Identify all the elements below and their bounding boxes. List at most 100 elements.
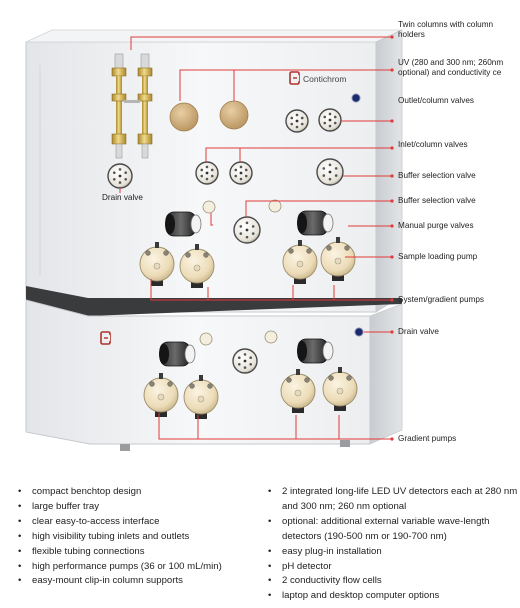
label-drain-valve-left: Drain valve xyxy=(102,193,143,202)
valve-port-dot xyxy=(200,168,204,172)
valve-port-dot xyxy=(328,177,332,181)
pump-head[interactable] xyxy=(320,237,356,281)
pump-head[interactable] xyxy=(183,375,219,419)
valve-port-dot xyxy=(323,115,327,119)
purge-valve[interactable] xyxy=(159,341,196,367)
lower-module xyxy=(25,299,403,451)
valve-port-dot xyxy=(328,112,332,116)
column-left xyxy=(111,53,127,159)
valve-port-dot xyxy=(239,177,243,181)
valve-port-dot xyxy=(243,353,247,356)
feature-item: easy plug-in installation xyxy=(266,545,518,560)
feature-item: easy-mount clip-in column supports xyxy=(16,574,256,589)
purge-valve[interactable] xyxy=(297,338,334,364)
uv-detector-cap[interactable] xyxy=(219,100,249,130)
twin-columns[interactable] xyxy=(111,53,153,159)
valve-port-dot xyxy=(334,167,338,170)
valve-port-dot xyxy=(124,171,128,174)
valve-center-dot xyxy=(239,171,243,175)
valve-port-dot xyxy=(234,168,238,172)
label-buffer-selection-valve-1: Buffer selection valve xyxy=(398,171,476,180)
label-manual-purge-valves: Manual purge valves xyxy=(398,221,474,230)
feature-item: compact benchtop design xyxy=(16,485,256,500)
feature-item: pH detector xyxy=(266,560,518,575)
feature-item: high performance pumps (36 or 100 mL/min… xyxy=(16,560,256,575)
manual-purge-valves[interactable] xyxy=(159,210,334,367)
small-knob[interactable] xyxy=(199,332,213,346)
valve-port-dot xyxy=(118,168,122,171)
leader-dots xyxy=(390,35,394,441)
feature-item: high visibility tubing inlets and outlet… xyxy=(16,530,256,545)
label-uv-detector: UV (280 and 300 nm; 260nm optional) and … xyxy=(398,58,504,77)
label-system-gradient-pumps: System/gradient pumps xyxy=(398,295,485,304)
brand-name: Contichrom xyxy=(303,74,346,84)
valve-port-dot xyxy=(244,168,248,172)
valve-port-dot xyxy=(300,122,304,126)
pump-head[interactable] xyxy=(282,240,318,284)
valve-center-dot xyxy=(118,174,122,178)
valve-port-dot xyxy=(205,177,209,181)
label-buffer-selection-valve-2: Buffer selection valve xyxy=(398,196,476,205)
small-knob[interactable] xyxy=(202,200,216,214)
pump-head[interactable] xyxy=(179,244,215,288)
feature-item: 2 conductivity flow cells xyxy=(266,574,518,589)
uv-detector-cap[interactable] xyxy=(169,102,199,132)
leader-lines xyxy=(119,36,392,440)
contichrom-logo-icon xyxy=(289,71,300,85)
status-led-icon xyxy=(354,327,364,337)
valve-port-dot xyxy=(118,181,122,184)
valve-port-dot xyxy=(251,232,255,235)
valve-port-dot xyxy=(245,221,249,225)
valve-port-dot xyxy=(234,174,238,178)
valve-port-dot xyxy=(323,121,327,125)
valve-center-dot xyxy=(295,119,299,123)
small-knob[interactable] xyxy=(268,199,282,213)
label-inlet-valves: Inlet/column valves xyxy=(398,140,468,149)
feature-item: large buffer tray xyxy=(16,500,256,515)
valve-port-dot xyxy=(333,121,337,125)
feature-item: optional: additional external variable w… xyxy=(266,515,518,545)
feature-item: 2 integrated long-life LED UV detectors … xyxy=(266,485,518,515)
pump-head[interactable] xyxy=(322,367,358,411)
purge-valve[interactable] xyxy=(297,210,334,236)
valve-port-dot xyxy=(328,163,332,167)
valve-port-dot xyxy=(290,116,294,120)
contichrom-logo-icon xyxy=(100,331,111,345)
valve-center-dot xyxy=(245,228,249,232)
valve-port-dot xyxy=(243,366,247,369)
label-gradient-pumps: Gradient pumps xyxy=(398,434,457,443)
feature-item: flexible tubing connections xyxy=(16,545,256,560)
valve-port-dot xyxy=(239,225,243,228)
purge-valve[interactable] xyxy=(165,211,202,237)
valve-port-dot xyxy=(112,178,116,181)
pump-head[interactable] xyxy=(280,369,316,413)
valve-port-dot xyxy=(210,174,214,178)
valve-port-dot xyxy=(333,115,337,119)
valve-port-dot xyxy=(322,174,326,177)
valve-center-dot xyxy=(205,171,209,175)
valve-port-dot xyxy=(249,363,253,366)
pump-head[interactable] xyxy=(139,242,175,286)
label-outlet-valves: Outlet/column valves xyxy=(398,96,474,105)
valve-port-dot xyxy=(300,116,304,120)
pump-head[interactable] xyxy=(143,373,179,417)
valve-port-dot xyxy=(328,124,332,128)
valve-center-dot xyxy=(328,118,332,122)
valve-port-dot xyxy=(112,171,116,174)
label-twin-columns: Twin columns with column holders xyxy=(398,20,494,39)
valve-port-dot xyxy=(200,174,204,178)
valve-center-dot xyxy=(243,359,247,363)
valve-port-dot xyxy=(205,165,209,169)
column-right xyxy=(137,53,153,159)
label-sample-loading-pump: Sample loading pump xyxy=(398,252,478,261)
valve-port-dot xyxy=(251,225,255,228)
valve-port-dot xyxy=(210,168,214,172)
pumps[interactable] xyxy=(139,237,358,419)
valve-port-dot xyxy=(295,125,299,129)
valve-port-dot xyxy=(249,356,253,360)
valve-port-dot xyxy=(237,356,241,360)
small-knob[interactable] xyxy=(264,330,278,344)
feature-list-right: 2 integrated long-life LED UV detectors … xyxy=(266,485,518,604)
valve-port-dot xyxy=(239,232,243,235)
module-separator xyxy=(26,286,402,316)
